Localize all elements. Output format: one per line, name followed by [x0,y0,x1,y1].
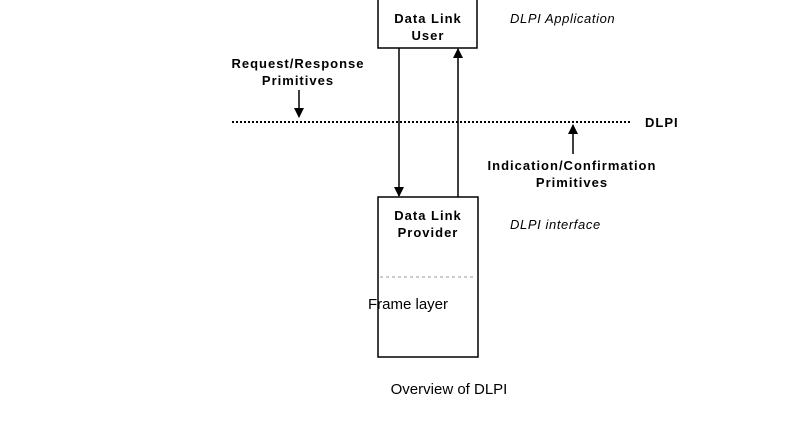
provider-box-label-line2: Provider [397,225,459,240]
provider-box-label: Data Link Provider [394,207,462,241]
user-box-label: Data Link User [394,10,462,44]
request-response-label: Request/Response Primitives [231,55,364,89]
request-response-line1: Request/Response [231,56,365,71]
request-response-line2: Primitives [261,73,335,88]
user-box-label-line2: User [411,28,445,43]
frame-layer-label: Frame layer [368,296,449,313]
figure-caption: Overview of DLPI [390,381,508,398]
user-box [377,0,478,49]
provider-box [377,196,479,358]
indication-confirmation-line2: Primitives [535,175,609,190]
dlpi-application-label: DLPI Application [510,11,616,26]
user-box-label-line1: Data Link [394,11,462,26]
indication-confirmation-line1: Indication/Confirmation [487,158,657,173]
dlpi-interface-label: DLPI interface [510,217,601,232]
dlpi-boundary-label: DLPI [645,115,679,130]
provider-box-label-line1: Data Link [394,208,462,223]
indication-confirmation-label: Indication/Confirmation Primitives [488,157,657,191]
